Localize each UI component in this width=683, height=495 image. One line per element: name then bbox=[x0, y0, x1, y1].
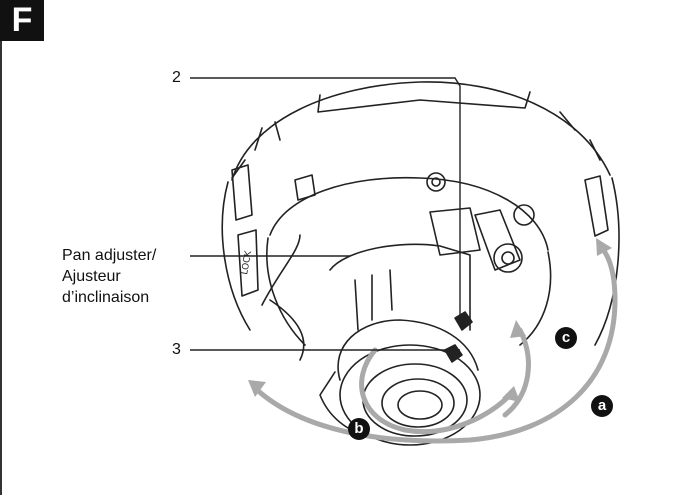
pan-arrow-c bbox=[502, 327, 531, 418]
leader-2 bbox=[190, 77, 461, 318]
lens-outer bbox=[339, 344, 481, 446]
marker-c: c bbox=[555, 327, 577, 349]
callout-pan-adjuster-line3: d’inclinaison bbox=[62, 289, 150, 306]
section-letter-badge: F bbox=[0, 0, 44, 41]
marker-a: a bbox=[591, 395, 613, 417]
outer-housing-top bbox=[231, 81, 611, 181]
rotate-arrow-b bbox=[359, 347, 513, 434]
marker-b: b bbox=[348, 418, 370, 440]
callout-pan-adjuster-line1: Pan adjuster/ bbox=[62, 247, 157, 264]
inner-ring bbox=[269, 176, 549, 251]
callout-number-2: 2 bbox=[172, 69, 181, 86]
outer-housing-rim bbox=[221, 181, 251, 331]
callout-pan-adjuster-line2: Ajusteur bbox=[62, 268, 121, 285]
left-rule bbox=[0, 41, 2, 495]
callout-number-3: 3 bbox=[172, 341, 181, 358]
tilt-arrow-a bbox=[252, 245, 618, 444]
